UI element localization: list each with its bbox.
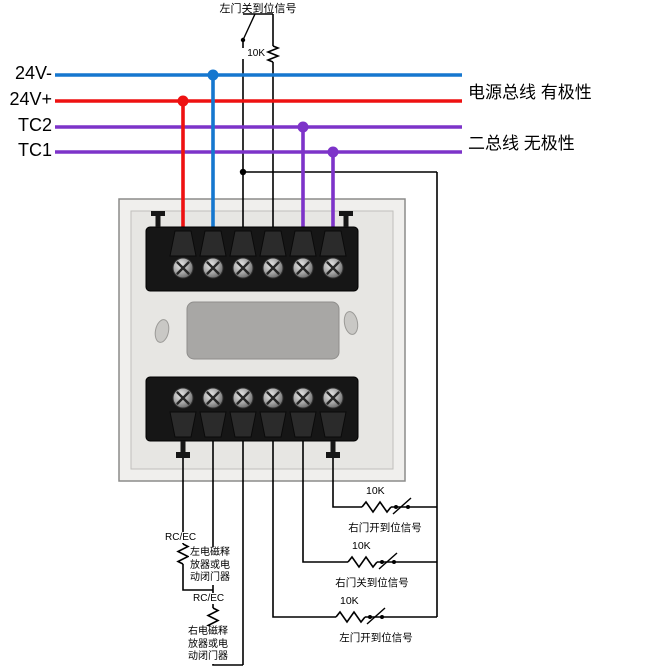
device2-tag-label: RC/EC (192, 593, 226, 604)
power-bus-annotation: 电源总线 有极性 (468, 83, 592, 102)
resistor-zigzag (361, 500, 392, 514)
switch-blade (392, 497, 412, 515)
switch-contact-dot (368, 615, 372, 619)
branch2-resistor-label: 10K (352, 540, 371, 552)
signal-bus-annotation: 二总线 无极性 (468, 134, 575, 153)
device1-name-line: 动闭门器 (190, 572, 230, 583)
device1-loop (182, 564, 213, 591)
switch-contact-dot (380, 560, 384, 564)
terminal-screw (201, 386, 225, 410)
terminal-screw (261, 386, 285, 410)
device1-tag-label: RC/EC (164, 532, 198, 543)
branch1-resistor-label: 10K (366, 485, 385, 497)
bus-label-tc2: TC2 (17, 115, 52, 135)
switch-contact-dot (392, 560, 396, 564)
resistor-zigzag (206, 607, 220, 629)
terminal-screw (291, 386, 315, 410)
terminal-screw (321, 386, 345, 410)
branch1-label: 右门开到位信号 (348, 522, 422, 534)
switch-contact-dot (380, 615, 384, 619)
mounting-slot-right (343, 311, 359, 335)
tap-dot-24v-minus (207, 69, 219, 81)
bus-label-tc1: TC1 (17, 140, 52, 160)
device1-name-line: 放器或电 (190, 559, 230, 571)
resistor-zigzag (176, 543, 190, 565)
terminal-screw (231, 256, 255, 280)
module-label-plate (186, 301, 340, 360)
tap-dot-tc2 (297, 121, 309, 133)
device1-name-line: 左电磁释 (190, 547, 230, 558)
bus-label-24v-plus: 24V+ (9, 89, 52, 109)
terminal-screw (321, 256, 345, 280)
device2-name: 右电磁释 放器或电 动闭门器 (187, 626, 229, 664)
terminal-screw (171, 386, 195, 410)
top-branch-label: 左门关到位信号 (219, 3, 297, 15)
branch3-label: 左门开到位信号 (339, 632, 413, 644)
branch2-label: 右门关到位信号 (335, 577, 409, 589)
branch-right-door-closed (302, 398, 437, 570)
terminal-screw (171, 256, 195, 280)
device2-name-line: 放器或电 (188, 638, 228, 650)
black-wiring (176, 13, 438, 666)
tap-dot-24v-plus (177, 95, 189, 107)
switch-contact-dot (394, 505, 398, 509)
mounting-slot-left (154, 319, 170, 343)
resistor-zigzag (335, 610, 366, 624)
terminal-screw (201, 256, 225, 280)
tap-dot-tc1 (327, 146, 339, 158)
device2-name-line: 右电磁释 (188, 626, 228, 637)
device1-name: 左电磁释 放器或电 动闭门器 (189, 547, 231, 585)
terminal-blocks (145, 211, 359, 458)
bus-label-24v-minus: 24V- (14, 63, 52, 83)
terminal-screw (231, 386, 255, 410)
switch-blade (242, 13, 256, 41)
switch-blade (366, 607, 386, 625)
terminal-screw (291, 256, 315, 280)
resistor-zigzag (265, 45, 281, 63)
top-resistor-label: 10K (240, 48, 266, 59)
terminal-screw (261, 256, 285, 280)
branch-left-door-open (272, 398, 437, 625)
device2-name-line: 动闭门器 (188, 651, 228, 662)
branch3-resistor-label: 10K (340, 595, 359, 607)
switch-blade (378, 552, 398, 570)
power-signal-buses (55, 69, 462, 268)
resistor-zigzag (347, 555, 378, 569)
switch-contact-dot (406, 505, 410, 509)
